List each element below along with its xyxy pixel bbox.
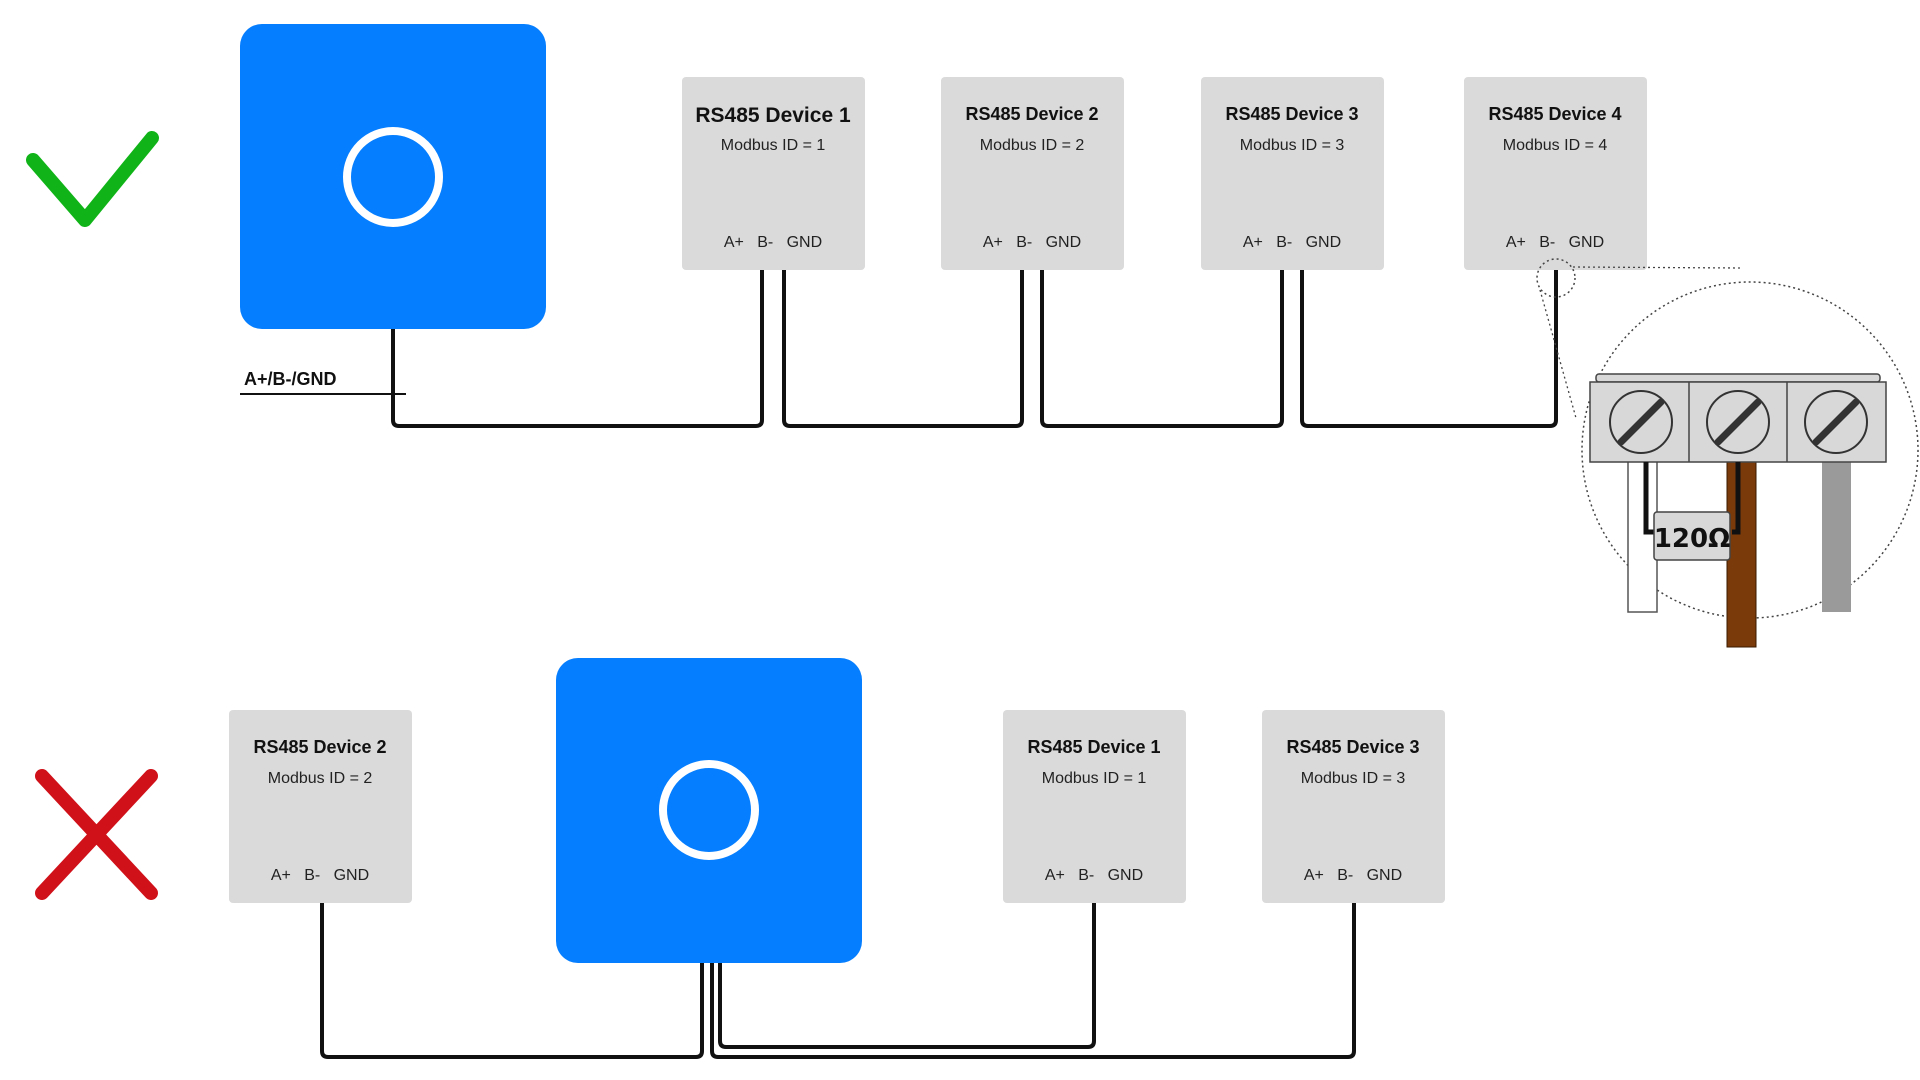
star-wires bbox=[320, 903, 1356, 1059]
device-title: RS485 Device 1 bbox=[695, 104, 851, 127]
device-title: RS485 Device 3 bbox=[1286, 737, 1419, 757]
controller-ring-icon bbox=[659, 760, 759, 860]
controller-ring-icon bbox=[343, 127, 443, 227]
device-modbus-id: Modbus ID = 2 bbox=[980, 137, 1085, 154]
terminal-block-top bbox=[1595, 373, 1881, 383]
device-box: RS485 Device 4 Modbus ID = 4 A+ B- GND bbox=[1464, 77, 1647, 270]
wire-gray bbox=[1822, 460, 1851, 612]
wire-white bbox=[1627, 459, 1658, 613]
terminal-screw-icon bbox=[1609, 390, 1673, 454]
terminator-zoom: 120Ω bbox=[1536, 258, 1919, 648]
device-modbus-id: Modbus ID = 4 bbox=[1503, 137, 1608, 154]
device-pins: A+ B- GND bbox=[724, 234, 822, 251]
device-box: RS485 Device 2 Modbus ID = 2 A+ B- GND bbox=[229, 710, 412, 903]
device-title: RS485 Device 4 bbox=[1488, 104, 1621, 124]
device-box: RS485 Device 2 Modbus ID = 2 A+ B- GND bbox=[941, 77, 1124, 270]
device-box: RS485 Device 3 Modbus ID = 3 A+ B- GND bbox=[1201, 77, 1384, 270]
device-modbus-id: Modbus ID = 3 bbox=[1301, 770, 1406, 787]
cross-icon bbox=[35, 769, 158, 900]
terminal-screw-icon bbox=[1706, 390, 1770, 454]
device-title: RS485 Device 2 bbox=[965, 104, 1098, 124]
device-title: RS485 Device 2 bbox=[253, 737, 386, 757]
zoom-focus-circle bbox=[1536, 258, 1576, 298]
device-box: RS485 Device 3 Modbus ID = 3 A+ B- GND bbox=[1262, 710, 1445, 903]
resistor-value: 120Ω bbox=[1654, 524, 1730, 554]
daisy-chain-wires bbox=[391, 268, 1558, 428]
checkmark-icon bbox=[26, 131, 159, 227]
zoom-guide-line bbox=[1539, 289, 1577, 419]
resistor-lead bbox=[1732, 462, 1741, 535]
device-title: RS485 Device 3 bbox=[1225, 104, 1358, 124]
correct-section: A+/B-/GND RS485 Device 1 Modbus ID = 1 A… bbox=[26, 24, 1919, 648]
incorrect-section: RS485 Device 2 Modbus ID = 2 A+ B- GND R… bbox=[35, 658, 1445, 1059]
controller-device bbox=[240, 24, 546, 329]
device-modbus-id: Modbus ID = 3 bbox=[1240, 137, 1345, 154]
controller-device bbox=[556, 658, 862, 963]
wire-brown bbox=[1726, 459, 1757, 648]
device-pins: A+ B- GND bbox=[983, 234, 1081, 251]
device-pins: A+ B- GND bbox=[1045, 867, 1143, 884]
termination-resistor bbox=[1653, 511, 1731, 561]
device-modbus-id: Modbus ID = 1 bbox=[1042, 770, 1147, 787]
terminal-screw-icon bbox=[1804, 390, 1868, 454]
device-box: RS485 Device 1 Modbus ID = 1 A+ B- GND bbox=[1003, 710, 1186, 903]
device-pins: A+ B- GND bbox=[271, 867, 369, 884]
device-modbus-id: Modbus ID = 2 bbox=[268, 770, 373, 787]
bus-label: A+/B-/GND bbox=[244, 369, 337, 389]
device-pins: A+ B- GND bbox=[1506, 234, 1604, 251]
device-modbus-id: Modbus ID = 1 bbox=[721, 137, 826, 154]
device-pins: A+ B- GND bbox=[1304, 867, 1402, 884]
device-pins: A+ B- GND bbox=[1243, 234, 1341, 251]
device-box: RS485 Device 1 Modbus ID = 1 A+ B- GND bbox=[682, 77, 865, 270]
device-title: RS485 Device 1 bbox=[1027, 737, 1160, 757]
